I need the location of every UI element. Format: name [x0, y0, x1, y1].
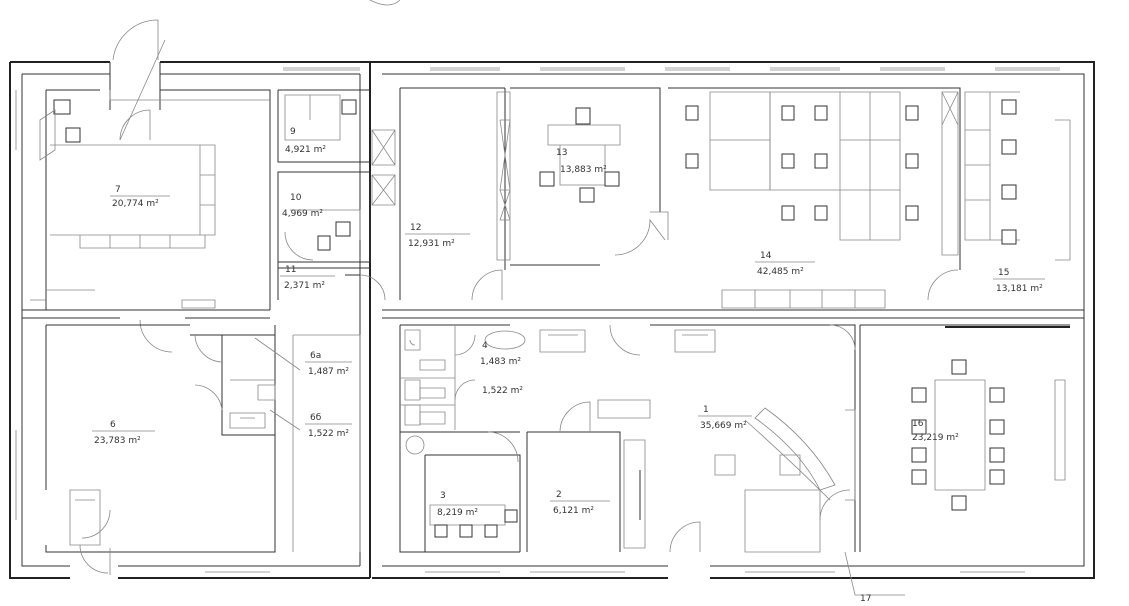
- label-room-6: 6 23,783 m²: [92, 420, 155, 446]
- svg-text:8,219 m²: 8,219 m²: [437, 508, 478, 518]
- label-room-6a: 6a 1,487 m²: [305, 351, 352, 377]
- label-room-9: 9 4,921 m²: [285, 127, 326, 155]
- svg-text:42,485 m²: 42,485 m²: [757, 267, 804, 277]
- outer-walls: [9, 61, 1095, 579]
- restrooms: [399, 324, 526, 553]
- svg-text:20,774 m²: 20,774 m²: [112, 199, 159, 209]
- wall-segment: [30, 289, 95, 301]
- room-6: [45, 324, 276, 575]
- rooms-9-10-11: [277, 89, 396, 301]
- svg-text:10: 10: [290, 193, 302, 203]
- svg-text:3: 3: [440, 491, 446, 501]
- svg-text:13,883 m²: 13,883 m²: [560, 165, 607, 175]
- svg-text:23,219 m²: 23,219 m²: [912, 433, 959, 443]
- room-7: [39, 89, 271, 311]
- label-room-15: 15 13,181 m²: [993, 268, 1045, 294]
- room-12: [399, 87, 511, 301]
- label-room-4: 4 1,483 m²: [480, 341, 521, 367]
- svg-text:1,483 m²: 1,483 m²: [480, 357, 521, 367]
- svg-text:1,522 m²: 1,522 m²: [308, 429, 349, 439]
- svg-text:1,487 m²: 1,487 m²: [308, 367, 349, 377]
- room-2: [526, 399, 651, 552]
- svg-text:17: 17: [860, 594, 871, 604]
- label-room-13: 13 13,883 m²: [556, 148, 607, 175]
- svg-text:9: 9: [290, 127, 296, 137]
- svg-text:7: 7: [115, 185, 121, 195]
- corridor-wall-left: [22, 309, 270, 319]
- room-13: [510, 87, 669, 266]
- chairs-room-14: [685, 105, 919, 221]
- entrance-door: [109, 19, 166, 141]
- svg-text:16: 16: [912, 419, 924, 429]
- svg-text:6: 6: [110, 420, 116, 430]
- svg-text:13,181 m²: 13,181 m²: [996, 284, 1043, 294]
- svg-text:14: 14: [760, 251, 772, 261]
- label-room-16: 16 23,219 m²: [912, 419, 959, 443]
- label-room-6b: 6б 1,522 m²: [305, 413, 352, 439]
- svg-text:6,121 m²: 6,121 m²: [553, 506, 594, 516]
- svg-text:4,921 m²: 4,921 m²: [285, 145, 326, 155]
- label-room-12: 12 12,931 m²: [405, 223, 470, 249]
- svg-text:23,783 m²: 23,783 m²: [94, 436, 141, 446]
- label-room-7: 7 20,774 m²: [110, 185, 170, 209]
- svg-text:2,371 m²: 2,371 m²: [284, 281, 325, 291]
- corridor-wall: [382, 309, 1084, 319]
- label-room-5: 1,522 m²: [482, 386, 523, 396]
- svg-text:2: 2: [556, 490, 562, 500]
- rooms-6a-6b: [194, 334, 361, 552]
- label-room-2: 2 6,121 m²: [550, 490, 610, 516]
- label-room-1: 1 35,669 m²: [698, 405, 752, 431]
- door-7-6: [139, 299, 216, 353]
- svg-text:11: 11: [285, 265, 296, 275]
- label-room-14: 14 42,485 m²: [755, 251, 815, 277]
- room-16: [845, 324, 1070, 552]
- label-room-17: 17: [860, 594, 871, 604]
- leader-17: [844, 551, 905, 596]
- svg-text:1,522 m²: 1,522 m²: [482, 386, 523, 396]
- svg-text:12: 12: [410, 223, 421, 233]
- svg-text:35,669 m²: 35,669 m²: [700, 421, 747, 431]
- svg-text:12,931 m²: 12,931 m²: [408, 239, 455, 249]
- svg-text:15: 15: [998, 268, 1009, 278]
- svg-text:6a: 6a: [310, 351, 321, 361]
- room-14: [668, 87, 961, 309]
- room-1: [539, 324, 856, 553]
- label-room-3: 3 8,219 m²: [437, 491, 478, 518]
- label-room-10: 10 4,969 m²: [282, 193, 323, 219]
- svg-text:1: 1: [703, 405, 709, 415]
- svg-text:4,969 m²: 4,969 m²: [282, 209, 323, 219]
- svg-text:4: 4: [482, 341, 488, 351]
- chairs-room-16: [911, 359, 1005, 511]
- room-labels: 7 20,774 m² 9 4,921 m² 10 4,969 m² 11 2,…: [92, 127, 1045, 604]
- svg-text:13: 13: [556, 148, 567, 158]
- label-room-11: 11 2,371 m²: [280, 265, 335, 291]
- svg-text:6б: 6б: [310, 413, 322, 423]
- room-3: [400, 431, 521, 552]
- room-15: [964, 91, 1071, 261]
- top-arc: [369, 0, 401, 6]
